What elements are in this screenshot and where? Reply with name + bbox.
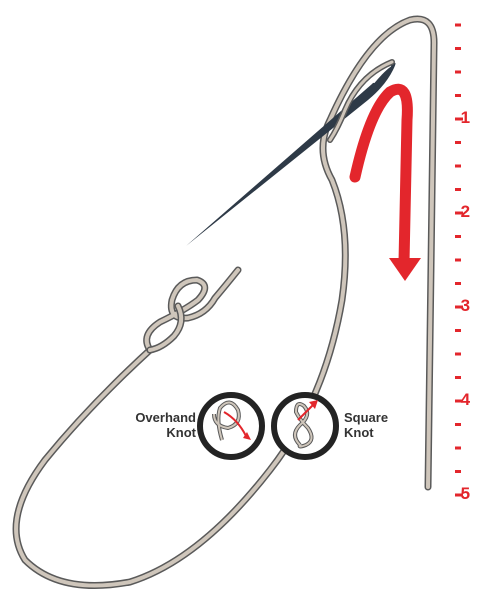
- needle-icon: [186, 59, 396, 246]
- ruler-number-1: -1: [455, 108, 471, 127]
- down-arrow-icon: [349, 83, 421, 281]
- overhand-knot-icon[interactable]: [197, 392, 265, 460]
- overhand-knot-label: Overhand Knot: [128, 410, 196, 440]
- overhand-knot-label-line2: Knot: [166, 425, 196, 440]
- ruler-number-2: -2: [455, 202, 471, 221]
- overhand-knot-label-line1: Overhand: [135, 410, 196, 425]
- square-knot-icon[interactable]: [271, 392, 339, 460]
- thread-fill: [14, 17, 437, 588]
- square-knot-label-line1: Square: [344, 410, 389, 425]
- ruler-number-3: -3: [455, 296, 471, 315]
- measurement-ruler: [455, 23, 463, 497]
- ruler-number-4: -4: [455, 390, 471, 409]
- square-knot-label-line2: Knot: [344, 425, 374, 440]
- thread-outline: [12, 15, 438, 590]
- thread: [12, 15, 438, 590]
- ruler-number-5: -5: [455, 484, 471, 503]
- loop-knot-icon: [143, 266, 242, 354]
- square-knot-label: Square Knot: [344, 410, 404, 440]
